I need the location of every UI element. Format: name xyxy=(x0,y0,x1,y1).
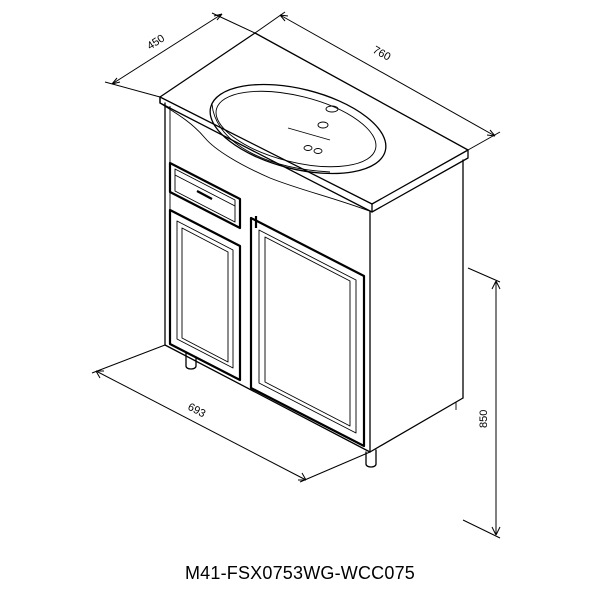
drain-icon xyxy=(317,121,329,129)
left-door[interactable] xyxy=(168,208,242,382)
tap-hole-icon xyxy=(325,105,339,113)
drawer-handle-icon xyxy=(196,190,213,200)
dimension-height: 850 xyxy=(462,267,501,539)
width-top-label: 760 xyxy=(371,44,393,63)
basin xyxy=(209,83,387,175)
depth-label: 450 xyxy=(145,32,167,52)
dimension-depth: 450 xyxy=(104,12,256,98)
cabinet-body xyxy=(164,102,464,453)
height-label: 850 xyxy=(478,410,490,428)
legs xyxy=(185,351,457,468)
drawer[interactable] xyxy=(168,161,242,230)
width-bottom-label: 693 xyxy=(186,401,208,420)
dimension-width-bottom: 693 xyxy=(91,344,371,483)
right-door[interactable] xyxy=(249,216,366,448)
model-number: M41-FSX0753WG-WCC075 xyxy=(184,563,416,583)
